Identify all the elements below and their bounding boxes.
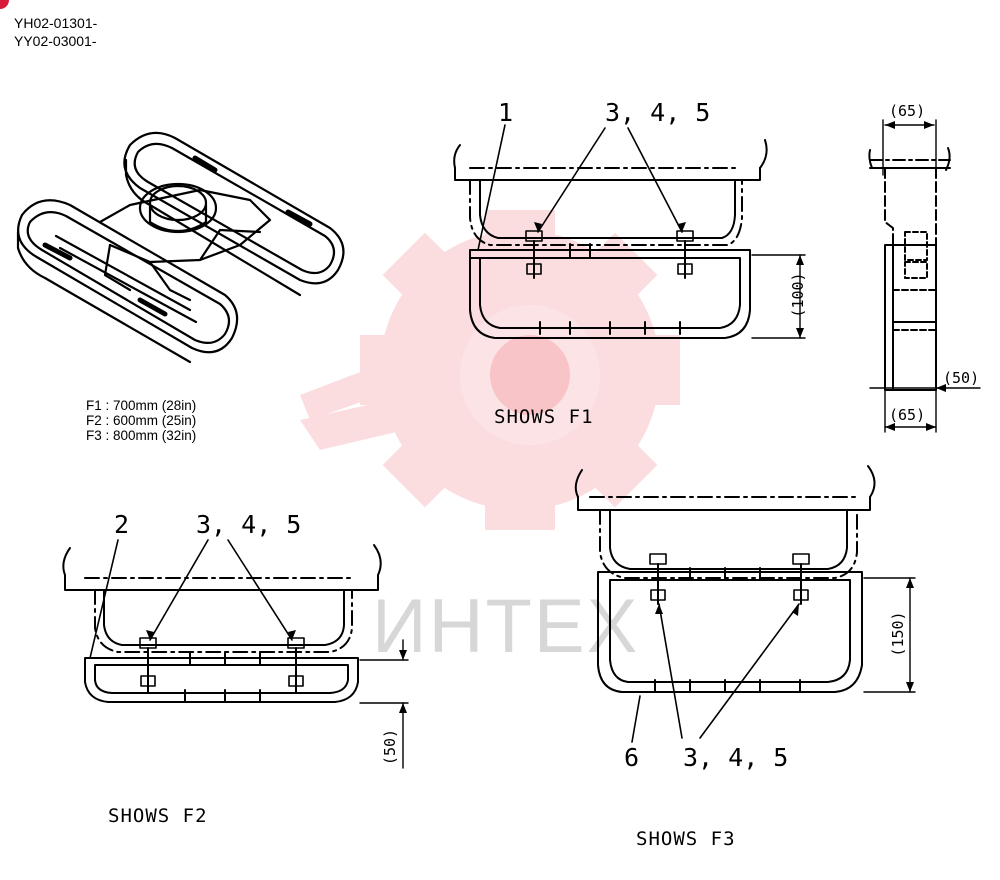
arrowheads <box>146 121 946 713</box>
f1-callout-1: 1 <box>498 98 514 127</box>
serial-number-2: YY02-03001- <box>14 33 97 49</box>
f1-caption: SHOWS F1 <box>494 406 594 428</box>
f2-callout-2: 2 <box>114 510 130 539</box>
spec-f2: F2 : 600mm (25in) <box>86 413 197 428</box>
f1-guard-drawing <box>453 124 806 339</box>
f3-callout-3-4-5: 3, 4, 5 <box>683 743 789 772</box>
f2-guard-drawing <box>62 539 409 769</box>
f3-caption: SHOWS F3 <box>636 828 736 850</box>
f2-dimension-height: (50) <box>381 728 399 766</box>
side-dimension-top: (65) <box>889 102 926 120</box>
spec-f3: F3 : 800mm (32in) <box>86 428 197 443</box>
f3-guard-drawing <box>574 465 916 743</box>
serial-number-1: YH02-01301- <box>14 15 98 31</box>
f3-callout-6: 6 <box>624 743 640 772</box>
side-dimension-bottom: (65) <box>889 406 926 424</box>
f1-dimension-height: (100) <box>789 272 807 318</box>
f1-callout-3-4-5: 3, 4, 5 <box>605 98 711 127</box>
f2-callout-3-4-5: 3, 4, 5 <box>196 510 302 539</box>
f3-dimension-height: (150) <box>889 611 907 657</box>
f2-caption: SHOWS F2 <box>108 805 208 827</box>
spec-f1: F1 : 700mm (28in) <box>86 398 197 413</box>
side-dimension-right: (50) <box>943 369 980 387</box>
corner-marker <box>0 0 9 9</box>
watermark-text: ИНТЕХ <box>372 584 640 669</box>
undercarriage-isometric <box>16 131 345 364</box>
